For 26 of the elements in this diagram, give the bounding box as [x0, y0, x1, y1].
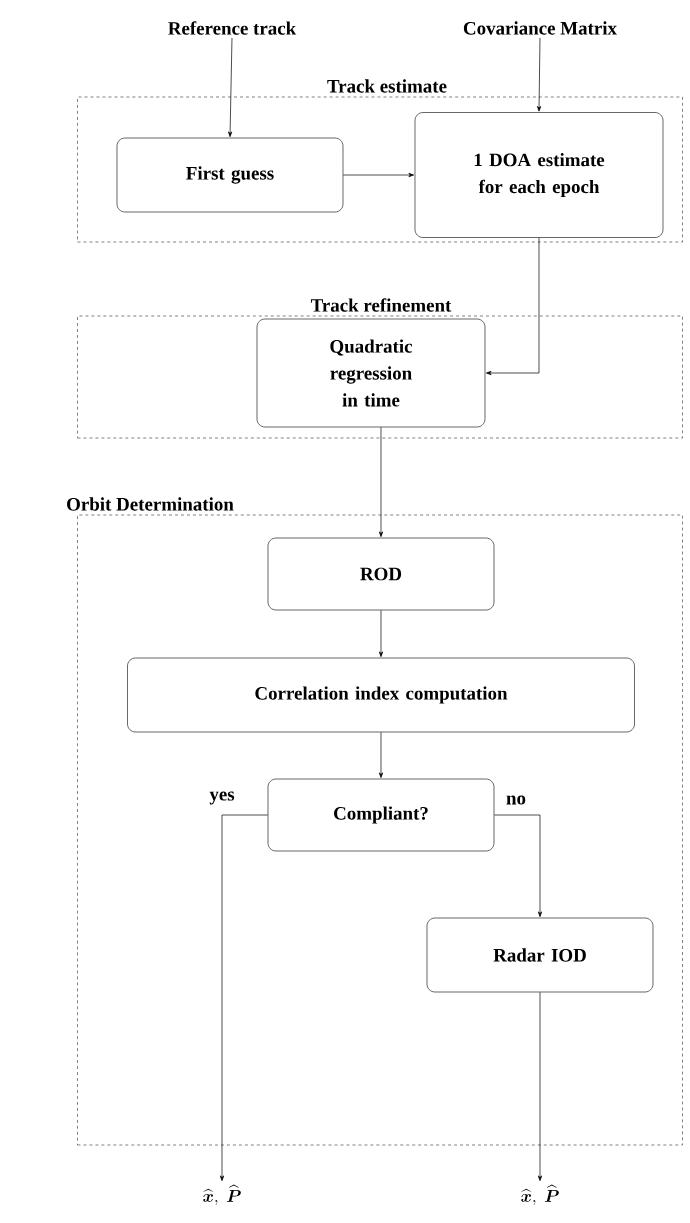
process-box: First guess	[116, 137, 344, 213]
arrow	[378, 426, 384, 537]
process-box: Compliant?	[267, 778, 495, 852]
arrow	[378, 609, 384, 657]
input-label: Reference track	[168, 21, 297, 35]
arrow	[342, 172, 414, 178]
process-box: Quadratic regression in time	[256, 318, 486, 428]
process-box: ROD	[267, 537, 495, 611]
output-formula: $\widehat{\boldsymbol{x}},\ \widehat{\boldsymbol{P}}$	[521, 1184, 559, 1206]
arrow	[228, 37, 233, 137]
arrow	[219, 814, 269, 1182]
edge-label: yes	[208, 790, 236, 806]
process-box: 1 DOA estimate for each epoch	[414, 112, 664, 238]
group-heading: Track estimate	[327, 79, 447, 93]
arrow	[537, 37, 542, 112]
edge-label: no	[505, 794, 527, 806]
arrow	[378, 731, 384, 778]
group-heading: Track refinement	[310, 298, 452, 312]
process-box: Radar IOD	[426, 917, 654, 993]
arrow	[493, 814, 543, 917]
process-box: Correlation index computation	[127, 657, 635, 733]
group-heading: Orbit Determination	[67, 497, 234, 511]
arrow	[486, 237, 540, 376]
output-formula: $\widehat{\boldsymbol{x}},\ \widehat{\boldsymbol{P}}$	[203, 1184, 241, 1206]
input-label: Covariance Matrix	[463, 21, 617, 35]
arrow	[537, 991, 543, 1182]
